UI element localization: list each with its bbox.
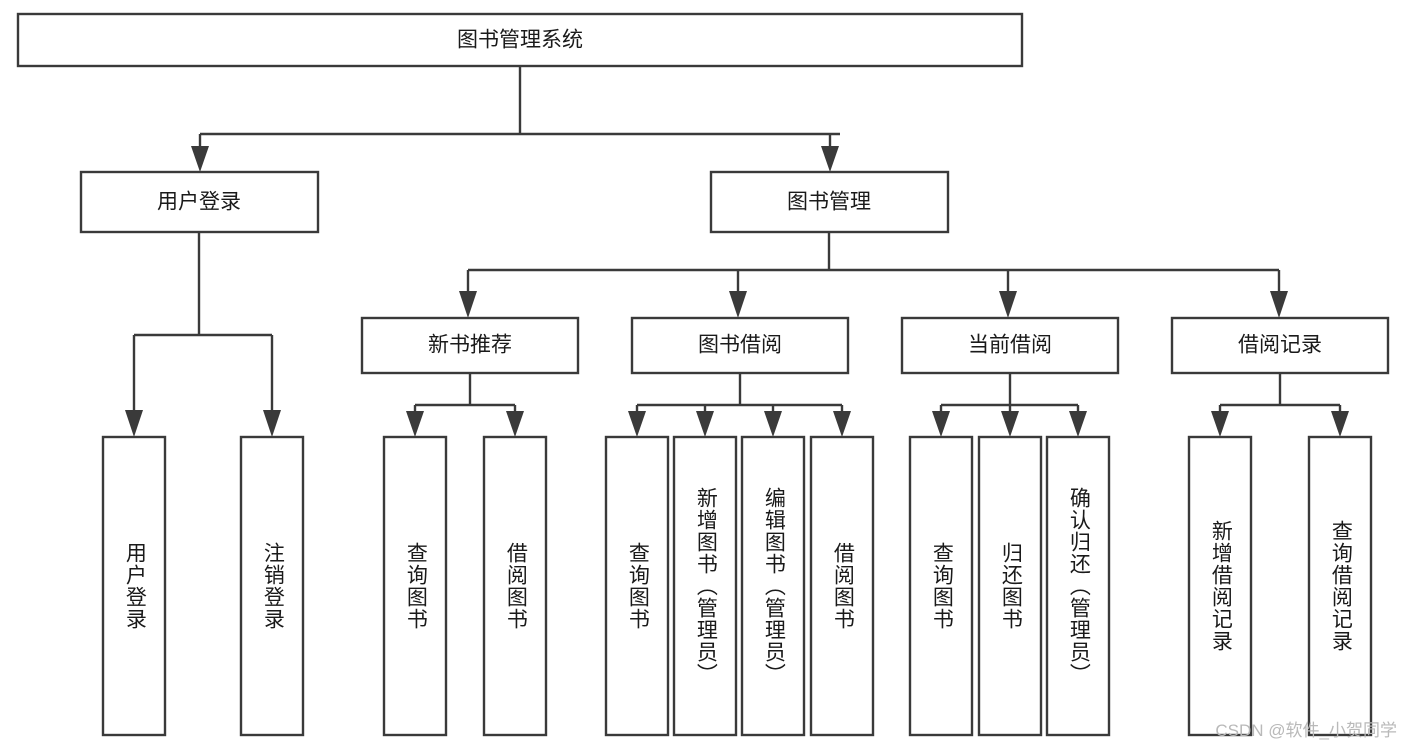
arrow-head-icon bbox=[1001, 411, 1019, 437]
connector-new-book-to-leaves bbox=[406, 373, 524, 437]
node-book-management[interactable]: 图书管理 bbox=[709, 170, 950, 234]
leaf-box-return-book[interactable] bbox=[977, 435, 1043, 737]
arrow-head-icon bbox=[821, 146, 839, 172]
leaf-box-logout[interactable] bbox=[239, 435, 305, 737]
arrow-head-icon bbox=[628, 411, 646, 437]
arrow-head-icon bbox=[1211, 411, 1229, 437]
node-current-borrow-box[interactable] bbox=[900, 316, 1120, 375]
connector-root-to-level2 bbox=[191, 66, 840, 172]
arrow-head-icon bbox=[999, 291, 1017, 318]
arrow-head-icon bbox=[932, 411, 950, 437]
node-book-borrow[interactable]: 图书借阅 bbox=[630, 316, 850, 375]
arrow-head-icon bbox=[406, 411, 424, 437]
node-new-book-recommend-label: 新书推荐 bbox=[428, 334, 512, 357]
leaf-box-query-book-1[interactable] bbox=[382, 435, 448, 737]
arrow-head-icon bbox=[696, 411, 714, 437]
arrow-head-icon bbox=[1270, 291, 1288, 318]
node-new-book-recommend[interactable]: 新书推荐 bbox=[360, 316, 580, 375]
connector-book-borrow-to-leaves bbox=[628, 373, 851, 437]
leaf-box-borrow-book-1[interactable] bbox=[482, 435, 548, 737]
arrow-head-icon bbox=[125, 410, 143, 437]
arrow-head-icon bbox=[263, 410, 281, 437]
node-book-management-label: 图书管理 bbox=[787, 191, 871, 214]
connector-user-login-to-leaves bbox=[125, 232, 281, 437]
leaf-box-user-login[interactable] bbox=[101, 435, 167, 737]
node-user-login-label: 用户登录 bbox=[157, 191, 241, 214]
arrow-head-icon bbox=[459, 291, 477, 318]
leaf-box-query-book-3[interactable] bbox=[908, 435, 974, 737]
arrow-head-icon bbox=[1069, 411, 1087, 437]
node-root-box[interactable] bbox=[16, 12, 1024, 68]
node-borrow-record[interactable]: 借阅记录 bbox=[1170, 316, 1390, 375]
leaf-box-query-book-2[interactable] bbox=[604, 435, 670, 737]
node-new-book-recommend-box[interactable] bbox=[360, 316, 580, 375]
node-root-label: 图书管理系统 bbox=[457, 29, 583, 52]
connector-current-borrow-to-leaves bbox=[932, 373, 1087, 437]
arrow-head-icon bbox=[729, 291, 747, 318]
connector-book-management-to-level3 bbox=[459, 232, 1288, 318]
arrow-head-icon bbox=[833, 411, 851, 437]
node-current-borrow[interactable]: 当前借阅 bbox=[900, 316, 1120, 375]
node-user-login[interactable]: 用户登录 bbox=[79, 170, 320, 234]
node-borrow-record-label: 借阅记录 bbox=[1238, 334, 1322, 357]
leaf-box-borrow-book-2[interactable] bbox=[809, 435, 875, 737]
arrow-head-icon bbox=[1331, 411, 1349, 437]
node-user-login-box[interactable] bbox=[79, 170, 320, 234]
arrow-head-icon bbox=[191, 146, 209, 172]
leaf-box-confirm-return[interactable] bbox=[1045, 435, 1111, 737]
leaf-box-add-book[interactable] bbox=[672, 435, 738, 737]
arrow-head-icon bbox=[764, 411, 782, 437]
leaf-box-query-record[interactable] bbox=[1307, 435, 1373, 737]
arrow-head-icon bbox=[506, 411, 524, 437]
node-current-borrow-label: 当前借阅 bbox=[968, 334, 1052, 357]
node-root[interactable]: 图书管理系统 bbox=[16, 12, 1024, 68]
connector-borrow-record-to-leaves bbox=[1211, 373, 1349, 437]
watermark-text: CSDN @软件_小贺同学 bbox=[1215, 721, 1397, 740]
node-book-borrow-label: 图书借阅 bbox=[698, 334, 782, 357]
leaf-box-add-record[interactable] bbox=[1187, 435, 1253, 737]
leaf-box-edit-book[interactable] bbox=[740, 435, 806, 737]
